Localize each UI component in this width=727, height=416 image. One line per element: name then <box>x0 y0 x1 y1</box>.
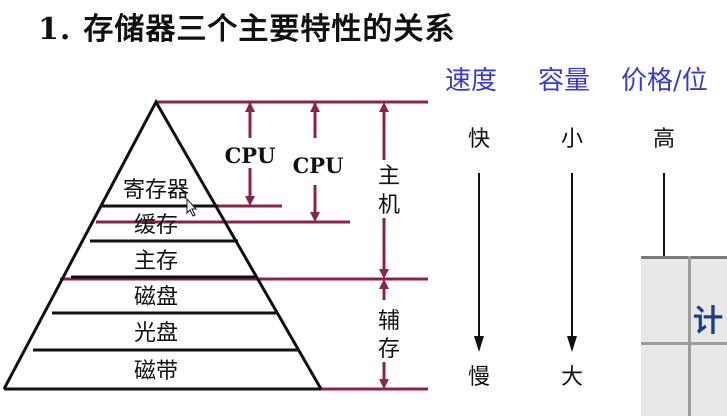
page-title: 1. 存储器三个主要特性的关系 <box>38 4 455 48</box>
capacity-arrowhead <box>567 336 577 352</box>
aux-arrow-up <box>379 279 389 289</box>
column-values: 快 小 高 慢 大 <box>468 127 675 390</box>
main-arrow-down <box>379 269 389 279</box>
overlay-character: 计 <box>693 304 723 339</box>
level-label: 缓存 <box>134 213 178 238</box>
main-arrow-up <box>379 102 389 112</box>
level-label: 主存 <box>134 249 178 274</box>
group-labels: 主 机 辅 存 <box>378 164 400 362</box>
mouse-cursor-icon <box>186 197 198 217</box>
cpu-label: CPU <box>225 143 276 168</box>
level-label: 寄存器 <box>123 178 189 203</box>
pyramid <box>2 98 323 391</box>
overlay-edge <box>641 256 727 259</box>
price-top: 高 <box>653 127 675 152</box>
cpu1-arrow-up <box>245 102 255 112</box>
cpu1-arrow-down <box>245 196 255 206</box>
title-text: 存储器三个主要特性的关系 <box>83 12 456 47</box>
level-label: 磁盘 <box>134 285 178 310</box>
cpu-labels: CPU CPU <box>225 143 344 178</box>
pyramid-outline <box>2 98 323 390</box>
aux-group-label: 辅 <box>378 309 400 334</box>
aux-group-label: 存 <box>378 337 400 362</box>
speed-top: 快 <box>468 127 490 152</box>
capacity-top: 小 <box>561 127 583 152</box>
main-group-label: 主 <box>378 164 400 189</box>
speed-arrowhead <box>474 336 484 352</box>
main-group-label: 机 <box>378 193 400 218</box>
aux-arrow-down <box>379 379 389 389</box>
header-capacity: 容量 <box>538 66 590 96</box>
header-price: 价格/位 <box>621 66 708 96</box>
overlay-grid-line <box>688 256 691 416</box>
cpu2-arrow-down <box>310 212 320 222</box>
pyramid-labels: 寄存器 缓存 主存 磁盘 光盘 磁带 <box>123 178 189 384</box>
connector-lines <box>4 100 428 391</box>
cpu2-arrow-up <box>310 102 320 112</box>
overlay-grid-line <box>641 342 727 345</box>
header-speed: 速度 <box>445 66 497 96</box>
capacity-bottom: 大 <box>561 365 583 390</box>
speed-bottom: 慢 <box>468 365 490 390</box>
connector-arrowheads <box>245 102 389 389</box>
level-label: 光盘 <box>134 321 178 346</box>
video-overlay: 计 <box>641 256 727 416</box>
title-number: 1. <box>38 12 72 47</box>
trend-arrows <box>478 173 665 340</box>
trend-arrowheads <box>474 336 577 352</box>
column-headers: 速度 容量 价格/位 <box>445 66 708 96</box>
level-label: 磁带 <box>134 359 178 384</box>
cpu-label: CPU <box>293 153 344 178</box>
